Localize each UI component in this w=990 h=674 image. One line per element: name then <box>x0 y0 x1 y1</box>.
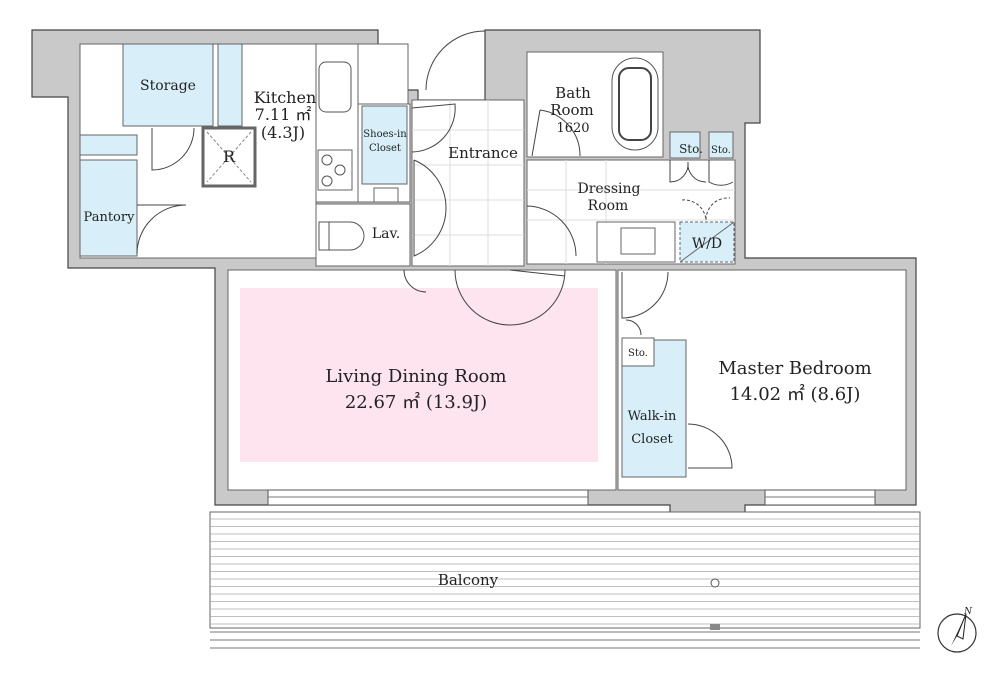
storage-closet <box>122 43 214 127</box>
balcony-fixture <box>710 624 720 630</box>
label-walkin-1: Walk-in <box>628 409 677 424</box>
label-wd: W/D <box>692 236 722 252</box>
drain-icon <box>710 578 720 588</box>
entrance-tiles <box>412 100 735 266</box>
label-kitchen-area: 7.11 ㎡ <box>255 105 312 124</box>
sto-closet-1 <box>669 131 701 159</box>
label-shoes-closet-2: Closet <box>369 143 401 154</box>
label-dressing-1: Dressing <box>577 181 640 197</box>
compass-north-label: N <box>963 607 973 617</box>
label-pantory: Pantory <box>84 210 136 225</box>
balcony-floor <box>209 511 921 629</box>
label-sto-3: Sto. <box>628 348 648 359</box>
label-balcony: Balcony <box>438 571 499 589</box>
label-fridge: R <box>223 147 236 166</box>
label-bedroom: Master Bedroom <box>718 358 871 379</box>
label-storage: Storage <box>140 78 196 94</box>
kitchen-cabinet <box>217 43 243 127</box>
washbasin-icon <box>373 187 399 203</box>
label-walkin-2: Closet <box>631 432 673 447</box>
label-bedroom-area: 14.02 ㎡ (8.6J) <box>730 383 861 405</box>
wd-diagonal <box>679 221 735 263</box>
label-living: Living Dining Room <box>325 366 506 387</box>
label-bath: Bath <box>555 84 591 102</box>
entrance-room <box>411 99 525 267</box>
label-kitchen-tatami: (4.3J) <box>261 123 305 142</box>
label-shoes-closet-1: Shoes-in <box>363 129 407 140</box>
sto-closet-3 <box>621 337 655 367</box>
pantory-closet <box>79 159 138 257</box>
pantory-shelf <box>79 134 138 156</box>
stove-icon <box>317 149 353 191</box>
north-compass-icon: N <box>937 607 977 653</box>
vanity-counter <box>596 221 676 263</box>
balcony <box>209 511 921 649</box>
sto-closet-2 <box>708 131 734 159</box>
bathtub-icon <box>611 57 659 151</box>
fridge-icon <box>201 126 257 188</box>
label-dressing-2: Room <box>588 198 629 214</box>
label-kitchen: Kitchen <box>254 88 317 107</box>
vanity-sink-icon <box>620 227 656 255</box>
label-sto-1: Sto. <box>679 142 703 156</box>
door-swings <box>136 30 734 469</box>
label-sto-2: Sto. <box>711 145 731 156</box>
sink-icon <box>318 61 352 113</box>
shoes-closet <box>361 105 408 185</box>
label-lav: Lav. <box>372 226 400 242</box>
label-entrance: Entrance <box>448 144 518 162</box>
toilet-icon <box>318 221 365 251</box>
label-bath-size: 1620 <box>556 121 589 136</box>
lav-room <box>315 203 411 267</box>
label-bath-room: Room <box>550 101 594 119</box>
label-living-area: 22.67 ㎡ (13.9J) <box>345 391 487 413</box>
